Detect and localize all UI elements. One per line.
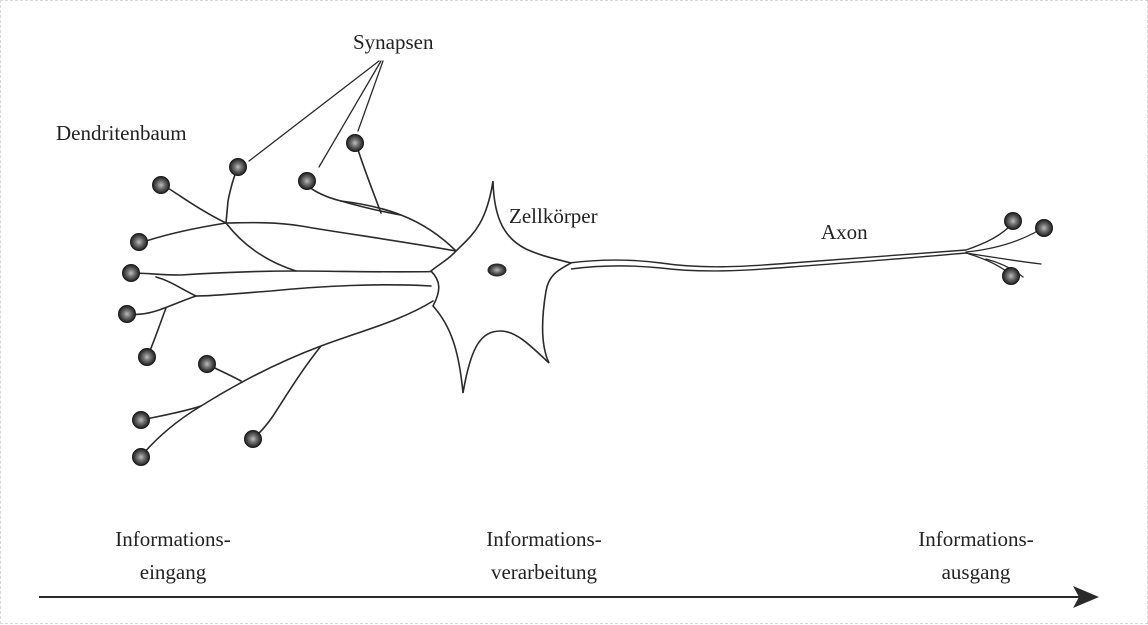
synapse — [139, 349, 156, 366]
synapse — [153, 177, 170, 194]
stage-eingang-line1: Informations- — [115, 527, 230, 551]
synapse — [119, 306, 136, 323]
flow-arrow — [39, 586, 1099, 608]
synapse-pointer-lines — [249, 61, 383, 167]
cell-nucleus — [488, 264, 506, 276]
stage-eingang-line2: eingang — [140, 560, 207, 584]
synapse — [230, 159, 247, 176]
stage-verarbeitung-line1: Informations- — [486, 527, 601, 551]
axon-terminal-synapse — [1036, 220, 1053, 237]
axon — [569, 223, 1041, 277]
synapse — [245, 431, 262, 448]
synapse — [199, 356, 216, 373]
synapses — [119, 135, 1053, 466]
stage-verarbeitung-line2: verarbeitung — [491, 560, 598, 584]
axon-terminal-synapse — [1005, 213, 1022, 230]
label-synapsen: Synapsen — [353, 30, 434, 54]
stage-eingang: Informations- eingang — [115, 527, 230, 584]
synapse — [347, 135, 364, 152]
dendrite-tree — [129, 143, 456, 454]
label-axon: Axon — [821, 220, 868, 244]
label-dendritenbaum: Dendritenbaum — [56, 121, 187, 145]
synapse — [123, 265, 140, 282]
stage-verarbeitung: Informations- verarbeitung — [486, 527, 601, 584]
synapse — [299, 173, 316, 190]
synapse — [131, 234, 148, 251]
axon-terminal-synapse — [1003, 268, 1020, 285]
stage-ausgang-line2: ausgang — [942, 560, 1011, 584]
stage-ausgang: Informations- ausgang — [918, 527, 1033, 584]
label-zellkoerper: Zellkörper — [509, 204, 598, 228]
stage-ausgang-line1: Informations- — [918, 527, 1033, 551]
synapse — [133, 449, 150, 466]
synapse — [133, 412, 150, 429]
